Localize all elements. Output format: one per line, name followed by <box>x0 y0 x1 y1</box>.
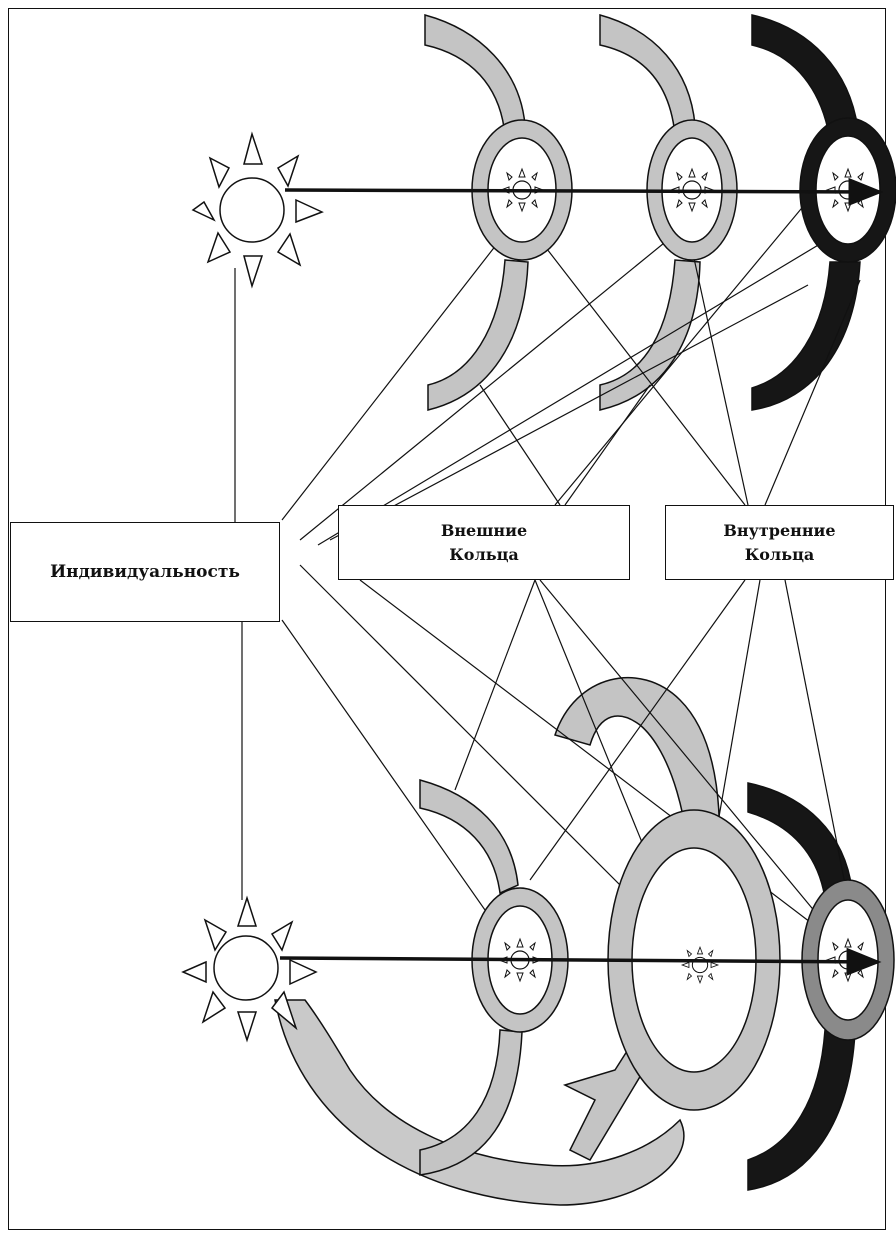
outer-rings-label-line1: Внешние <box>441 519 527 542</box>
main-arrow-top <box>285 190 880 192</box>
sun-icon-top <box>193 134 322 286</box>
outer-arc-upper-3 <box>420 780 518 893</box>
inner-arc-lower-dark-2 <box>748 1030 855 1190</box>
individuality-box: Индивидуальность <box>10 522 280 622</box>
main-arrow-bottom <box>280 958 878 962</box>
inner-rings-box: Внутренние Кольца <box>665 505 894 580</box>
outer-arc-lower-3 <box>420 1030 522 1175</box>
inner-rings-label-line1: Внутренние <box>723 519 835 542</box>
outer-rings-box: Внешние Кольца <box>338 505 630 580</box>
inner-ring-top-dark <box>800 118 896 262</box>
outer-arc-upper-2 <box>600 15 695 135</box>
outer-rings-label-line2: Кольца <box>441 543 527 566</box>
outer-arc-upper-1 <box>425 15 525 135</box>
inner-arc-lower-dark <box>752 262 860 410</box>
individuality-label: Индивидуальность <box>50 560 240 585</box>
outer-arc-lower-1 <box>428 260 528 410</box>
inner-rings-label-line2: Кольца <box>723 543 835 566</box>
